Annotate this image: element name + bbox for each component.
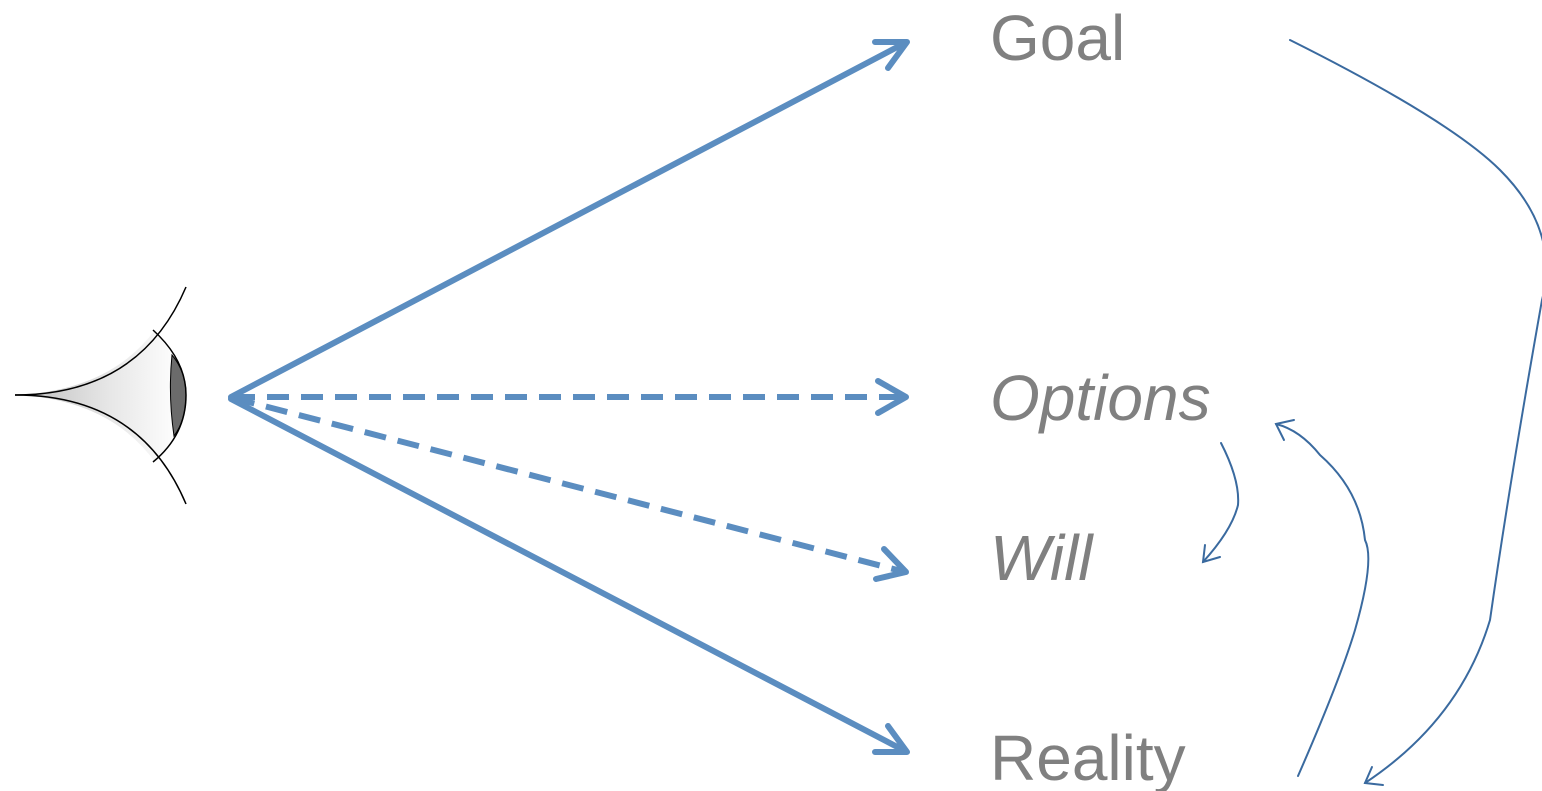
will-label: Will bbox=[990, 522, 1094, 594]
curve-goal-to-reality bbox=[1289, 39, 1542, 786]
goal-label: Goal bbox=[990, 2, 1125, 74]
arrow-to-will bbox=[232, 395, 909, 582]
options-label: Options bbox=[990, 362, 1211, 434]
curve-reality-to-options bbox=[1274, 419, 1370, 777]
reality-label: Reality bbox=[990, 722, 1186, 791]
eye-icon bbox=[14, 286, 187, 505]
curve-options-to-will bbox=[1201, 442, 1240, 564]
arrow-to-options bbox=[233, 378, 909, 416]
arrow-to-reality bbox=[228, 396, 910, 755]
arrow-to-goal bbox=[228, 39, 910, 400]
